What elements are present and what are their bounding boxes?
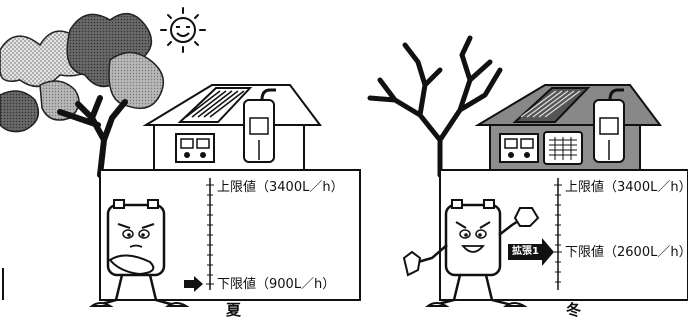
gas-meter-character (88, 199, 190, 307)
winter-lower-limit-label: 下限値（2600L／h） (565, 245, 688, 260)
arrow-right-icon (508, 238, 554, 266)
winter-scale (554, 178, 562, 290)
gas-meter-character (402, 199, 540, 307)
water-heater-icon (243, 88, 276, 163)
gas-stove-icon (499, 133, 539, 163)
summer-season-label: 夏 (226, 301, 242, 319)
bare-tree-icon (367, 35, 503, 178)
solar-panel-icon (177, 87, 253, 123)
summer-lower-limit-label: 下限値（900L／h） (217, 277, 336, 292)
leafy-tree-icon (0, 12, 165, 178)
expand-badge: 拡張1 (512, 246, 539, 257)
water-heater-icon (593, 88, 625, 163)
fan-heater-icon (543, 131, 583, 165)
arrow-right-icon (184, 276, 203, 292)
summer-upper-limit-label: 上限値（3400L／h） (217, 180, 344, 195)
winter-season-label: 冬 (566, 301, 582, 319)
summer-scale (206, 178, 214, 290)
solar-panel-icon (512, 87, 591, 123)
winter-upper-limit-label: 上限値（3400L／h） (565, 180, 688, 195)
gas-stove-icon (175, 133, 215, 163)
sun-icon (160, 7, 206, 53)
